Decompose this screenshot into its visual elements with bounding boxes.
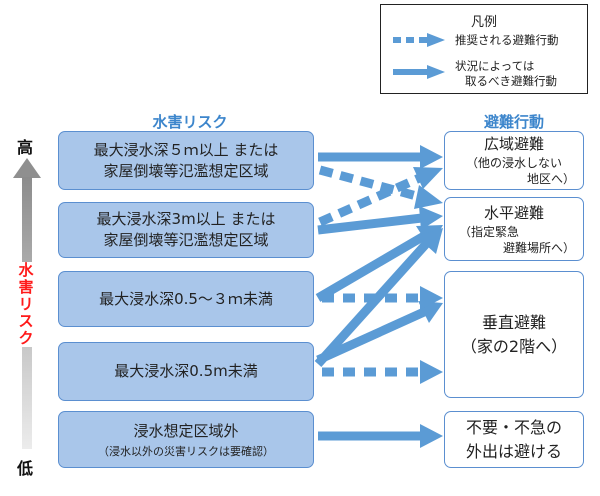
action-header: 避難行動 bbox=[483, 113, 544, 131]
action-vertical-title: 垂直避難 bbox=[481, 312, 546, 332]
action-horizontal-sub1: （指定緊急 bbox=[459, 224, 520, 239]
legend-recommended: 推奨される避難行動 bbox=[455, 33, 559, 47]
risk-box-3: 最大浸水深0.5～３ｍ未満 bbox=[58, 271, 314, 327]
action-none-line2: 外出は避ける bbox=[465, 441, 562, 461]
risk-5-sub: （浸水以外の災害リスクは要確認） bbox=[98, 444, 274, 458]
action-none-line1: 不要・不急の bbox=[465, 417, 562, 437]
scale-low-label: 低 bbox=[17, 459, 34, 478]
arrow-r4-vertical-dashed bbox=[322, 360, 443, 384]
action-box-horizontal: 水平避難 （指定緊急 避難場所へ） bbox=[444, 197, 584, 261]
risk-header: 水害リスク bbox=[152, 113, 228, 131]
risk-box-5: 浸水想定区域外 （浸水以外の災害リスクは要確認） bbox=[58, 411, 314, 468]
arrow-r1-horizontal-dashed bbox=[318, 165, 443, 209]
risk-box-1: 最大浸水深５ｍ以上 または 家屋倒壊等氾濫想定区域 bbox=[58, 131, 314, 190]
legend-conditional-line2: 取るべき避難行動 bbox=[465, 74, 557, 88]
arrow-r4-horizontal-solid bbox=[314, 228, 443, 368]
risk-box-2: 最大浸水深3m以上 または 家屋倒壊等氾濫想定区域 bbox=[58, 202, 314, 258]
risk-5-line1: 浸水想定区域外 bbox=[133, 421, 239, 440]
action-wide-sub2: 地区へ） bbox=[526, 172, 575, 186]
arrow-r4-vertical-solid bbox=[316, 301, 443, 365]
arrow-r3-vertical-dashed bbox=[322, 286, 443, 310]
risk-box-4: 最大浸水深0.5m未満 bbox=[58, 342, 314, 401]
legend-title: 凡例 bbox=[470, 15, 497, 30]
action-vertical-sub: （家の2階へ） bbox=[460, 336, 568, 356]
scale-high-label: 高 bbox=[17, 138, 34, 157]
arrow-r2-wide-dashed bbox=[318, 167, 443, 227]
risk-4-line1: 最大浸水深0.5m未満 bbox=[114, 362, 258, 380]
action-wide-sub1: （他の浸水しない bbox=[465, 156, 562, 170]
action-box-vertical: 垂直避難 （家の2階へ） bbox=[444, 271, 584, 398]
action-wide-title: 広域避難 bbox=[483, 135, 544, 153]
solid-arrow-icon bbox=[393, 65, 445, 79]
action-box-wide-area: 広域避難 （他の浸水しない 地区へ） bbox=[444, 131, 584, 190]
risk-1-line2: 家屋倒壊等氾濫想定区域 bbox=[103, 161, 269, 180]
action-horizontal-title: 水平避難 bbox=[483, 203, 544, 222]
arrow-r2-horizontal-solid bbox=[317, 206, 443, 235]
action-box-none: 不要・不急の 外出は避ける bbox=[444, 411, 584, 468]
risk-2-line1: 最大浸水深3m以上 または bbox=[96, 210, 276, 228]
legend-conditional-line1: 状況によっては bbox=[455, 59, 535, 73]
action-horizontal-sub2: 避難場所へ） bbox=[502, 240, 575, 255]
risk-2-line2: 家屋倒壊等氾濫想定区域 bbox=[103, 231, 269, 249]
risk-3-line1: 最大浸水深0.5～３ｍ未満 bbox=[99, 289, 273, 308]
arrow-r1-wide-solid bbox=[318, 145, 443, 169]
risk-1-line1: 最大浸水深５ｍ以上 または bbox=[93, 140, 279, 159]
legend: 凡例 推奨される避難行動 状況によっては 取るべき避難行動 bbox=[380, 4, 588, 94]
risk-scale-label: 水害リスク bbox=[16, 262, 36, 347]
arrow-r5-none-solid bbox=[318, 424, 443, 448]
dashed-arrow-icon bbox=[393, 33, 445, 47]
